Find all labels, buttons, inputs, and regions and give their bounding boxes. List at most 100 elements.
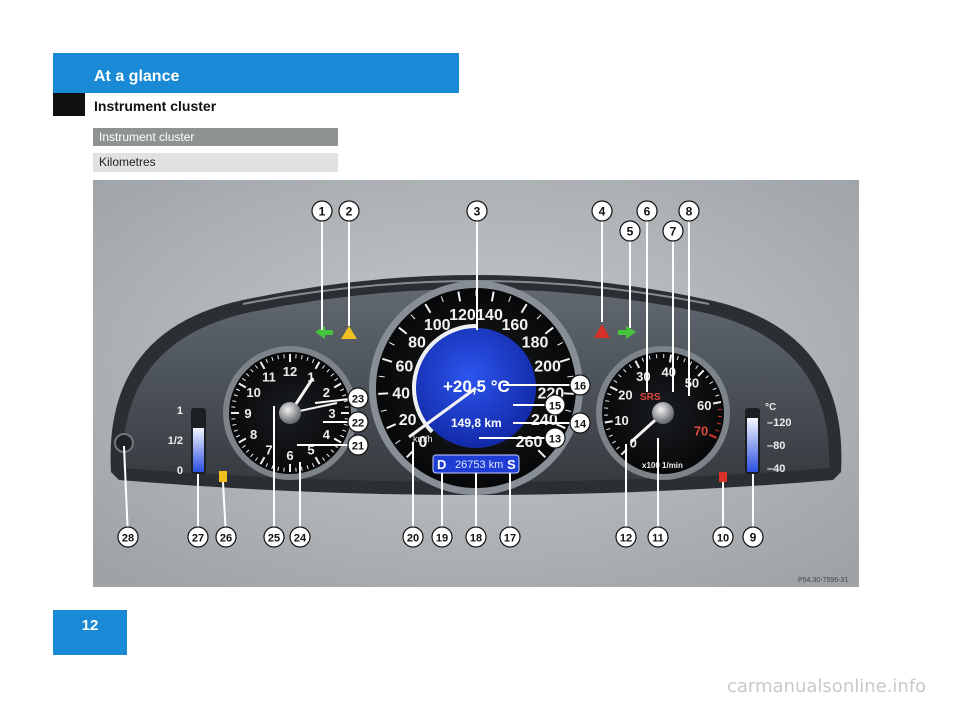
callout-number: 14 — [574, 419, 587, 431]
speed-tick-label: 180 — [522, 335, 549, 352]
callout-number: 24 — [294, 533, 307, 545]
callout-marker — [619, 220, 641, 242]
callout-marker — [636, 200, 658, 222]
callout-number: 25 — [268, 533, 280, 545]
clock-tick-label: 6 — [286, 448, 293, 463]
speed-tick-label: 100 — [424, 317, 451, 334]
callout-number: 28 — [122, 533, 134, 545]
callout-marker — [466, 200, 488, 222]
header-band — [53, 53, 459, 93]
section-label: Instrument cluster — [93, 128, 338, 146]
speed-tick-label: 0 — [419, 434, 428, 451]
clock-tick-label: 9 — [244, 406, 251, 421]
page-subtitle: Instrument cluster — [94, 98, 217, 114]
clock-tick-label: 11 — [262, 370, 276, 385]
callout-marker — [215, 526, 237, 548]
page-number-tab — [53, 610, 127, 655]
callout-marker — [431, 526, 453, 548]
clock-ticks — [231, 354, 349, 472]
right-turn-signal-icon — [618, 326, 636, 339]
gear-indicator-s: S — [507, 457, 516, 472]
callout-marker — [591, 200, 613, 222]
callout-number: 6 — [644, 205, 651, 219]
fuel-level-bar — [193, 428, 204, 472]
callout-marker — [499, 526, 521, 548]
fuel-tick-label: 1/2 — [168, 435, 183, 447]
callout-marker — [347, 387, 369, 409]
coolant-level-bar — [747, 418, 758, 472]
watermark: carmanualsonline.info — [727, 676, 927, 697]
speed-tick-label: 120 — [449, 307, 476, 324]
fuel-pump-icon — [219, 471, 227, 482]
speed-tick-label: 240 — [531, 412, 558, 429]
speed-tick-label: 260 — [516, 434, 543, 451]
speed-tick-label: 160 — [501, 317, 528, 334]
left-turn-signal-icon — [315, 326, 333, 339]
temp-tick-label: –80 — [767, 440, 785, 452]
callout-number: 15 — [549, 401, 561, 413]
callout-marker — [569, 412, 591, 434]
callout-marker — [662, 220, 684, 242]
rpm-tick-label: 20 — [618, 387, 632, 402]
clock-tick-label: 5 — [307, 442, 314, 457]
speed-tick-label: 40 — [392, 386, 410, 403]
clock-tick-label: 1 — [307, 370, 314, 385]
rpm-tick-label: 30 — [636, 369, 650, 384]
callout-number: 11 — [652, 533, 664, 545]
callout-number: 7 — [670, 225, 677, 239]
callout-number: 27 — [192, 533, 204, 545]
hazard-lamp-icon — [594, 324, 610, 338]
rpm-ticks — [604, 353, 722, 456]
callout-marker — [289, 526, 311, 548]
callout-number: 20 — [407, 533, 419, 545]
callout-marker — [544, 427, 566, 449]
callout-marker — [338, 200, 360, 222]
callout-number: 4 — [599, 205, 606, 219]
callout-marker — [311, 200, 333, 222]
speed-tick-label: 60 — [395, 359, 413, 376]
callout-marker — [647, 526, 669, 548]
callout-number: 2 — [346, 205, 353, 219]
callout-marker — [678, 200, 700, 222]
speed-tick-label: 80 — [408, 335, 426, 352]
callout-number: 19 — [436, 533, 448, 545]
section-sublabel: Kilometres — [93, 153, 338, 172]
srs-indicator: SRS — [640, 392, 661, 403]
rpm-unit-label: x100 1/min — [642, 461, 683, 470]
clock-tick-label: 4 — [323, 427, 331, 442]
callout-number: 17 — [504, 533, 516, 545]
callout-number: 3 — [474, 205, 481, 219]
callout-number: 13 — [549, 434, 561, 446]
callout-number: 23 — [352, 394, 364, 406]
callout-number: 26 — [220, 533, 232, 545]
temp-tick-label: –40 — [767, 463, 785, 475]
callout-marker — [742, 526, 764, 548]
callout-number: 12 — [620, 533, 632, 545]
callout-marker — [569, 374, 591, 396]
callout-marker — [544, 394, 566, 416]
temp-tick-label: –120 — [767, 417, 791, 429]
clock-tick-label: 10 — [246, 385, 260, 400]
trip-meter-readout: 149,8 km — [451, 416, 502, 430]
callout-marker — [465, 526, 487, 548]
callout-number: 22 — [352, 418, 364, 430]
callout-marker — [117, 526, 139, 548]
rpm-tick-label: 0 — [630, 436, 637, 451]
section-marker — [53, 93, 85, 116]
coolant-warning-icon — [719, 472, 727, 482]
clock-tick-label: 12 — [283, 364, 297, 379]
fuel-tick-label: 0 — [177, 465, 183, 477]
callout-marker — [712, 526, 734, 548]
callout-number: 9 — [750, 531, 757, 545]
clock-needle-hub — [279, 402, 301, 424]
callout-marker — [347, 411, 369, 433]
clock-tick-label: 8 — [250, 427, 257, 442]
figure-reference-code: P54.30-7596-31 — [798, 577, 848, 584]
callout-marker — [347, 434, 369, 456]
callout-marker — [187, 526, 209, 548]
clock-tick-label: 7 — [265, 442, 272, 457]
callout-number: 5 — [627, 225, 634, 239]
fuel-tick-label: 1 — [177, 405, 183, 417]
